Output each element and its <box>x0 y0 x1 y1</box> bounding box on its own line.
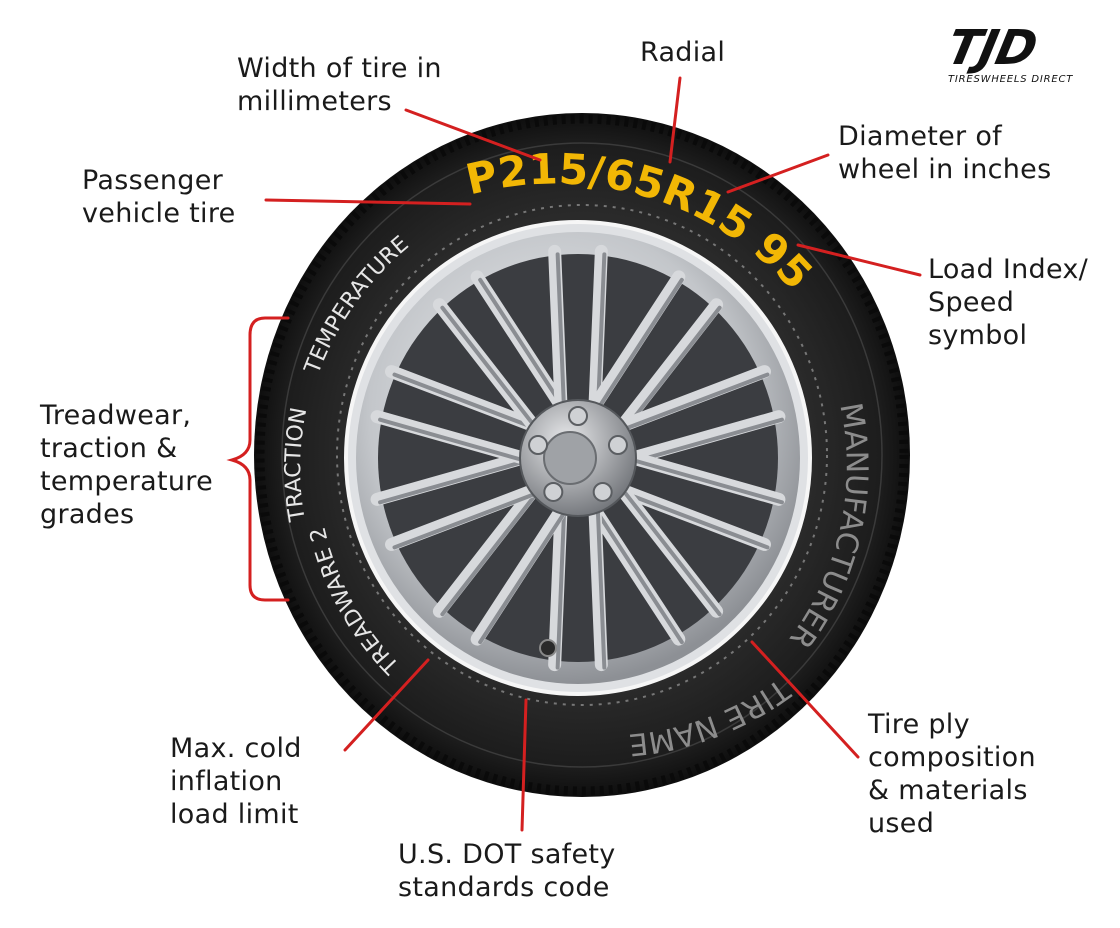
rim-spoke-shadow <box>440 305 539 431</box>
leader-diameter <box>726 153 830 194</box>
leader-width <box>404 108 542 162</box>
rim-spoke <box>470 503 568 646</box>
rim-spoke-shadow <box>595 511 607 670</box>
rim-spoke-shadow <box>634 459 784 505</box>
rim-spoke <box>370 451 530 506</box>
rim-spoke <box>385 483 541 551</box>
rim-spoke <box>548 503 568 672</box>
leader-load-speed <box>796 243 922 277</box>
radial-label: Radial <box>640 37 726 68</box>
rim-spoke-shadow <box>478 277 567 411</box>
rim-spoke-shadow <box>478 511 567 645</box>
rim-spoke-shadow <box>378 417 528 463</box>
leader-lines <box>226 76 922 832</box>
rim-spoke-shadow <box>634 417 784 463</box>
width-label: Width of tire in millimeters <box>237 53 442 117</box>
rim-spoke <box>548 244 568 413</box>
rim-spoke-shadow <box>378 459 528 505</box>
grades-bracket <box>226 316 290 602</box>
max-cold-label: Max. cold inflation load limit <box>170 733 302 830</box>
lug-nut <box>607 435 628 456</box>
brand-logo-mark: TJD <box>942 20 1042 76</box>
rim-spoke-shadow <box>595 277 684 411</box>
rim-spoke-shadow <box>595 252 607 411</box>
rim-spoke <box>370 410 530 465</box>
grades-label: Treadwear, traction & temperature grades <box>40 400 214 530</box>
lug-nut <box>592 481 613 502</box>
center-cap <box>543 431 597 485</box>
tread-edge <box>255 114 909 796</box>
rim-spoke-shadow <box>623 305 722 431</box>
rim-spoke-shadow <box>623 372 770 431</box>
rim-spoke-shadow <box>555 252 567 411</box>
leader-radial <box>668 76 682 164</box>
diameter-label: Diameter of wheel in inches <box>838 121 1052 185</box>
leader-max-cold <box>343 658 430 752</box>
lug-nut <box>568 406 588 426</box>
lug-nut <box>543 481 564 502</box>
wheel-rim <box>344 220 812 696</box>
rim-spoke <box>588 270 686 413</box>
rim-spoke <box>588 244 608 413</box>
rim-spoke-shadow <box>440 491 539 617</box>
rim-spokes <box>370 244 786 672</box>
lug-nuts <box>528 406 628 502</box>
leader-passenger <box>264 198 472 206</box>
brand-logo: TJD TIRESWHEELS DIRECT <box>942 20 1104 85</box>
leader-dot <box>520 698 528 832</box>
rim-spoke-shadow <box>595 511 684 645</box>
rim-spoke-shadow <box>623 491 722 617</box>
rim-spoke-shadow <box>623 491 770 550</box>
ply-label: Tire ply composition & materials used <box>868 709 1036 839</box>
rim-spoke <box>615 365 771 433</box>
rim-spoke <box>588 503 608 672</box>
leader-ply <box>750 640 860 759</box>
passenger-label: Passenger vehicle tire <box>82 165 236 229</box>
rim-spoke <box>626 451 786 506</box>
dot-label: U.S. DOT safety standards code <box>398 839 616 903</box>
brand-name: TIRESWHEELS DIRECT <box>948 74 1074 85</box>
rim-spoke-shadow <box>555 511 567 670</box>
valve-stem <box>539 639 557 657</box>
rim-spoke-shadow <box>392 491 539 550</box>
lug-nut <box>528 435 549 456</box>
load-speed-label: Load Index/ Speed symbol <box>928 254 1089 351</box>
rim-spoke <box>615 298 724 433</box>
rim-spoke <box>626 410 786 465</box>
rim-spoke-shadow <box>392 372 539 431</box>
sidewall-ring <box>281 142 883 768</box>
rim-spoke <box>432 483 541 618</box>
fine-print-ring <box>336 204 828 706</box>
